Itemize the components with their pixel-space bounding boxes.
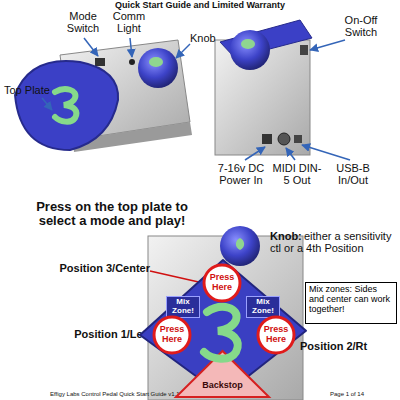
leader-arrow (310, 40, 345, 50)
port-label: USB-B In/Out (328, 162, 378, 186)
triangle-outline (176, 351, 269, 397)
power-jack (262, 134, 272, 144)
press-text: Press Here (202, 263, 242, 303)
press-circle: Press Here (202, 263, 242, 303)
leader-arrow (286, 148, 295, 160)
press-text: Press Here (256, 315, 296, 355)
page-number: Page 1 of 14 (330, 391, 390, 398)
logo (55, 89, 76, 122)
leader-arrow (176, 44, 190, 58)
note-text: Mix zones: Sides and center can work tog… (309, 285, 393, 315)
leader-arrow (245, 147, 265, 160)
usb-port (294, 135, 302, 143)
knob-note: either a sensitivity ctl or a 4th Positi… (270, 230, 398, 254)
leader-arrow (42, 98, 52, 110)
comm-light (129, 59, 135, 65)
power-switch (300, 45, 308, 55)
position-label: Position 1/Left (38, 328, 150, 340)
press-circle: Press Here (256, 315, 296, 355)
leader-arrow (302, 145, 350, 160)
note-box: Mix zones: Sides and center can work tog… (305, 282, 397, 324)
knob-logo (241, 39, 255, 49)
position-label: Position 2/Rt (300, 340, 398, 352)
part-label: Comm Light (108, 10, 150, 34)
mixzone-text: Mix Zone! (166, 296, 200, 318)
part-label: Top Plate (4, 84, 74, 96)
page-title: Quick Start Guide and Limited Warranty (0, 0, 400, 10)
press-circle: Press Here (152, 315, 192, 355)
rect-outline (306, 283, 397, 324)
leader-arrow (130, 38, 132, 57)
knob-sphere (138, 48, 178, 88)
instruction-text: Press on the top plate to select a mode … (36, 200, 188, 229)
leader-arrow (84, 38, 98, 56)
port-label: MIDI DIN-5 Out (272, 162, 322, 186)
backstop-triangle: Backstop (175, 350, 270, 398)
part-label: Mode Switch (58, 10, 108, 34)
knob-logo (236, 238, 244, 250)
position-label: Position 3/Center (38, 262, 150, 274)
mode-switch (95, 58, 105, 66)
part-label: On-Off Switch (332, 14, 390, 38)
port-label: 7-16v DC Power In (212, 162, 270, 186)
leader-line (150, 271, 203, 283)
backstop-text: Backstop (175, 381, 270, 391)
knob-logo (149, 57, 163, 67)
knob-sphere (220, 226, 260, 266)
plate-outline (140, 260, 306, 396)
knob-sphere (230, 30, 270, 70)
midi-port (278, 133, 290, 145)
top-plate (15, 61, 118, 150)
mixzone-text: Mix Zone! (246, 296, 280, 318)
press-text: Press Here (152, 315, 192, 355)
part-label: Knob (190, 32, 226, 44)
triangle-outline (175, 350, 270, 398)
